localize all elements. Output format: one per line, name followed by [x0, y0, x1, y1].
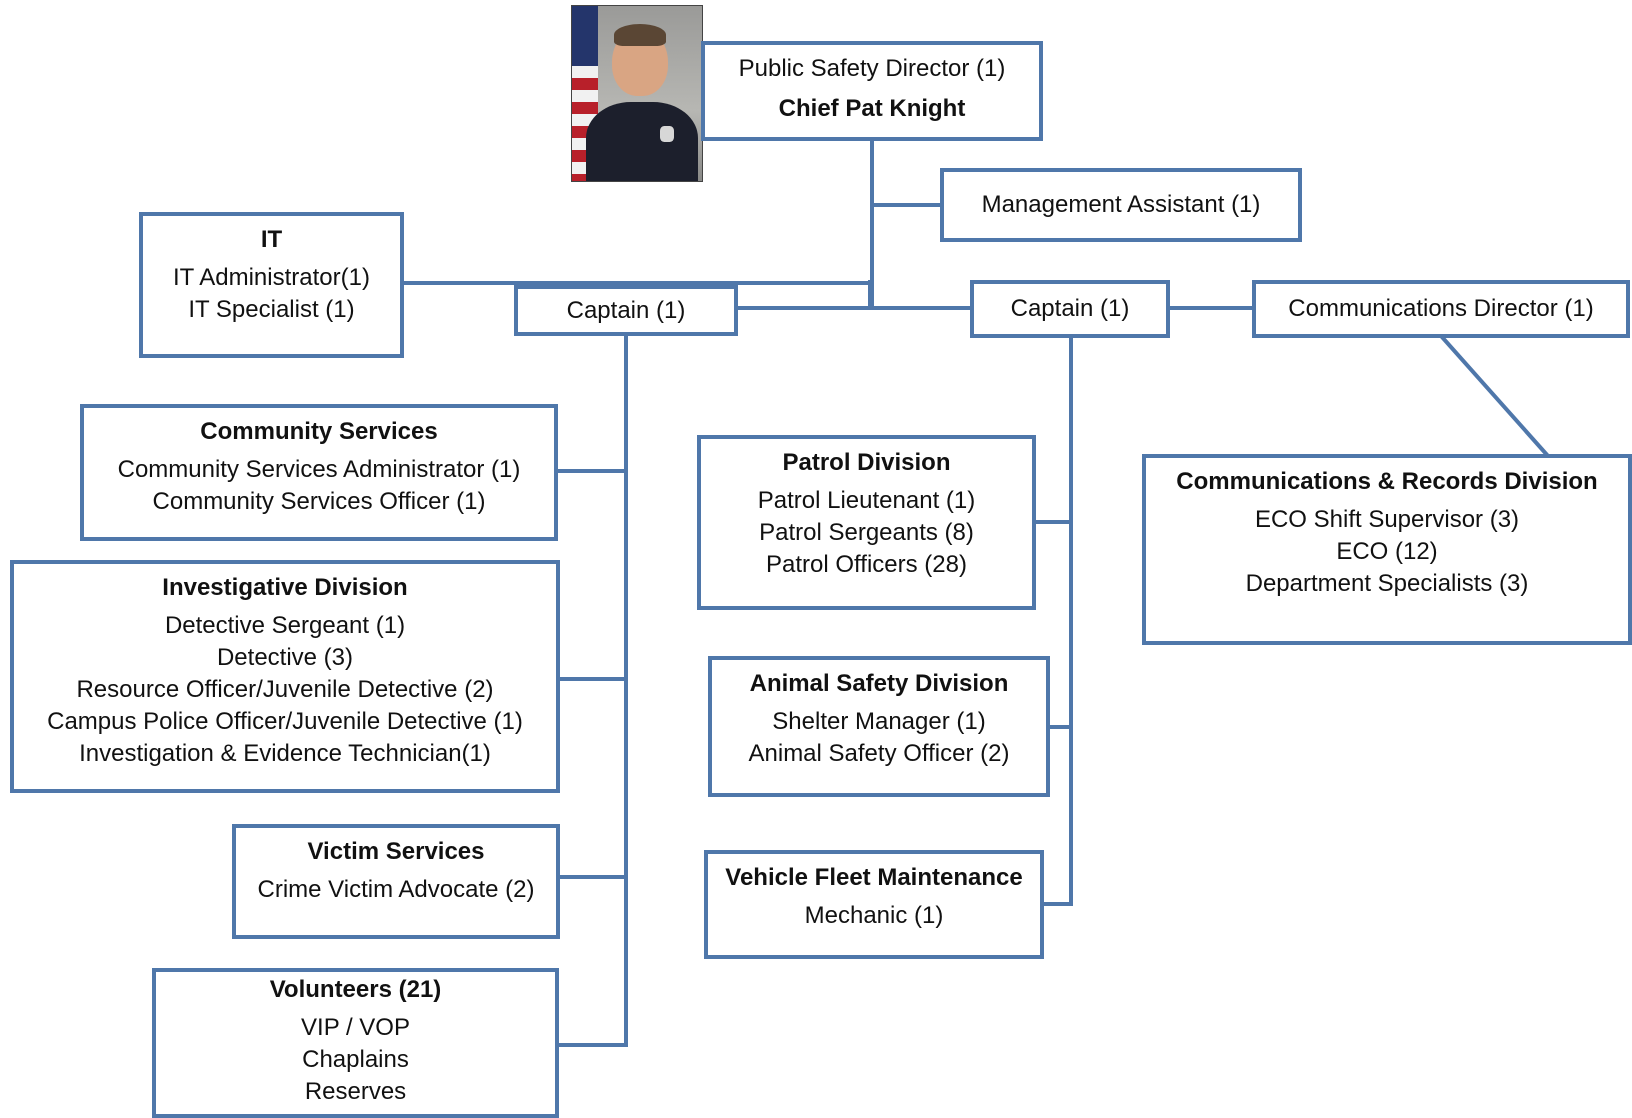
- victim-services-title: Victim Services: [307, 838, 485, 865]
- director-position: Public Safety Director (1): [738, 55, 1006, 82]
- fleet-box: Vehicle Fleet Maintenance Mechanic (1): [704, 850, 1044, 959]
- victim-services-box: Victim Services Crime Victim Advocate (2…: [232, 824, 560, 939]
- investigative-title: Investigative Division: [162, 574, 408, 601]
- patrol-box: Patrol Division Patrol Lieutenant (1) Pa…: [697, 435, 1036, 610]
- animal-safety-title: Animal Safety Division: [749, 670, 1009, 697]
- volunteers-box: Volunteers (21) VIP / VOP Chaplains Rese…: [152, 968, 559, 1118]
- investigative-box: Investigative Division Detective Sergean…: [10, 560, 560, 793]
- volunteers-line: Chaplains: [302, 1046, 409, 1073]
- communications-director-label: Communications Director (1): [1288, 295, 1594, 322]
- captain-left-box: Captain (1): [514, 285, 738, 336]
- it-line: IT Specialist (1): [188, 296, 355, 323]
- investigative-line: Detective (3): [216, 644, 354, 671]
- it-line: IT Administrator(1): [173, 264, 370, 291]
- animal-safety-box: Animal Safety Division Shelter Manager (…: [708, 656, 1050, 797]
- animal-safety-line: Animal Safety Officer (2): [748, 740, 1010, 767]
- community-services-line: Community Services Administrator (1): [117, 456, 521, 483]
- communications-director-box: Communications Director (1): [1252, 280, 1630, 338]
- fleet-line: Mechanic (1): [804, 902, 944, 929]
- director-photo: [571, 5, 703, 182]
- communications-records-line: ECO Shift Supervisor (3): [1254, 506, 1520, 533]
- community-services-box: Community Services Community Services Ad…: [80, 404, 558, 541]
- captain-right-box: Captain (1): [970, 280, 1170, 338]
- communications-records-line: ECO (12): [1336, 538, 1438, 565]
- patrol-line: Patrol Officers (28): [766, 551, 967, 578]
- uniform-shape: [586, 102, 698, 181]
- patrol-line: Patrol Sergeants (8): [759, 519, 974, 546]
- director-box: Public Safety Director (1) Chief Pat Kni…: [701, 41, 1043, 141]
- fleet-title: Vehicle Fleet Maintenance: [725, 864, 1023, 891]
- flag-canton-shape: [572, 6, 598, 66]
- patrol-title: Patrol Division: [782, 449, 951, 476]
- captain-left-label: Captain (1): [566, 296, 686, 324]
- it-title: IT: [260, 226, 283, 253]
- communications-records-title: Communications & Records Division: [1176, 468, 1598, 495]
- community-services-line: Community Services Officer (1): [152, 488, 486, 515]
- director-name: Chief Pat Knight: [778, 95, 966, 122]
- volunteers-title: Volunteers (21): [269, 976, 442, 1003]
- it-box: IT IT Administrator(1) IT Specialist (1): [139, 212, 404, 358]
- investigative-line: Detective Sergeant (1): [164, 612, 406, 639]
- management-assistant-label: Management Assistant (1): [981, 191, 1261, 218]
- captain-right-label: Captain (1): [1010, 295, 1130, 322]
- investigative-line: Resource Officer/Juvenile Detective (2): [76, 676, 494, 703]
- badge-icon: [660, 126, 674, 142]
- victim-services-line: Crime Victim Advocate (2): [257, 876, 535, 903]
- communications-records-line: Department Specialists (3): [1245, 570, 1529, 597]
- communications-records-box: Communications & Records Division ECO Sh…: [1142, 454, 1632, 645]
- investigative-line: Campus Police Officer/Juvenile Detective…: [47, 708, 523, 735]
- investigative-line: Investigation & Evidence Technician(1): [79, 740, 491, 767]
- community-services-title: Community Services: [200, 418, 438, 445]
- connector-comm-records: [1439, 334, 1551, 459]
- patrol-line: Patrol Lieutenant (1): [757, 487, 976, 514]
- hair-shape: [614, 24, 666, 46]
- management-assistant-box: Management Assistant (1): [940, 168, 1302, 242]
- volunteers-line: VIP / VOP: [301, 1014, 410, 1041]
- volunteers-line: Reserves: [304, 1078, 407, 1105]
- animal-safety-line: Shelter Manager (1): [772, 708, 986, 735]
